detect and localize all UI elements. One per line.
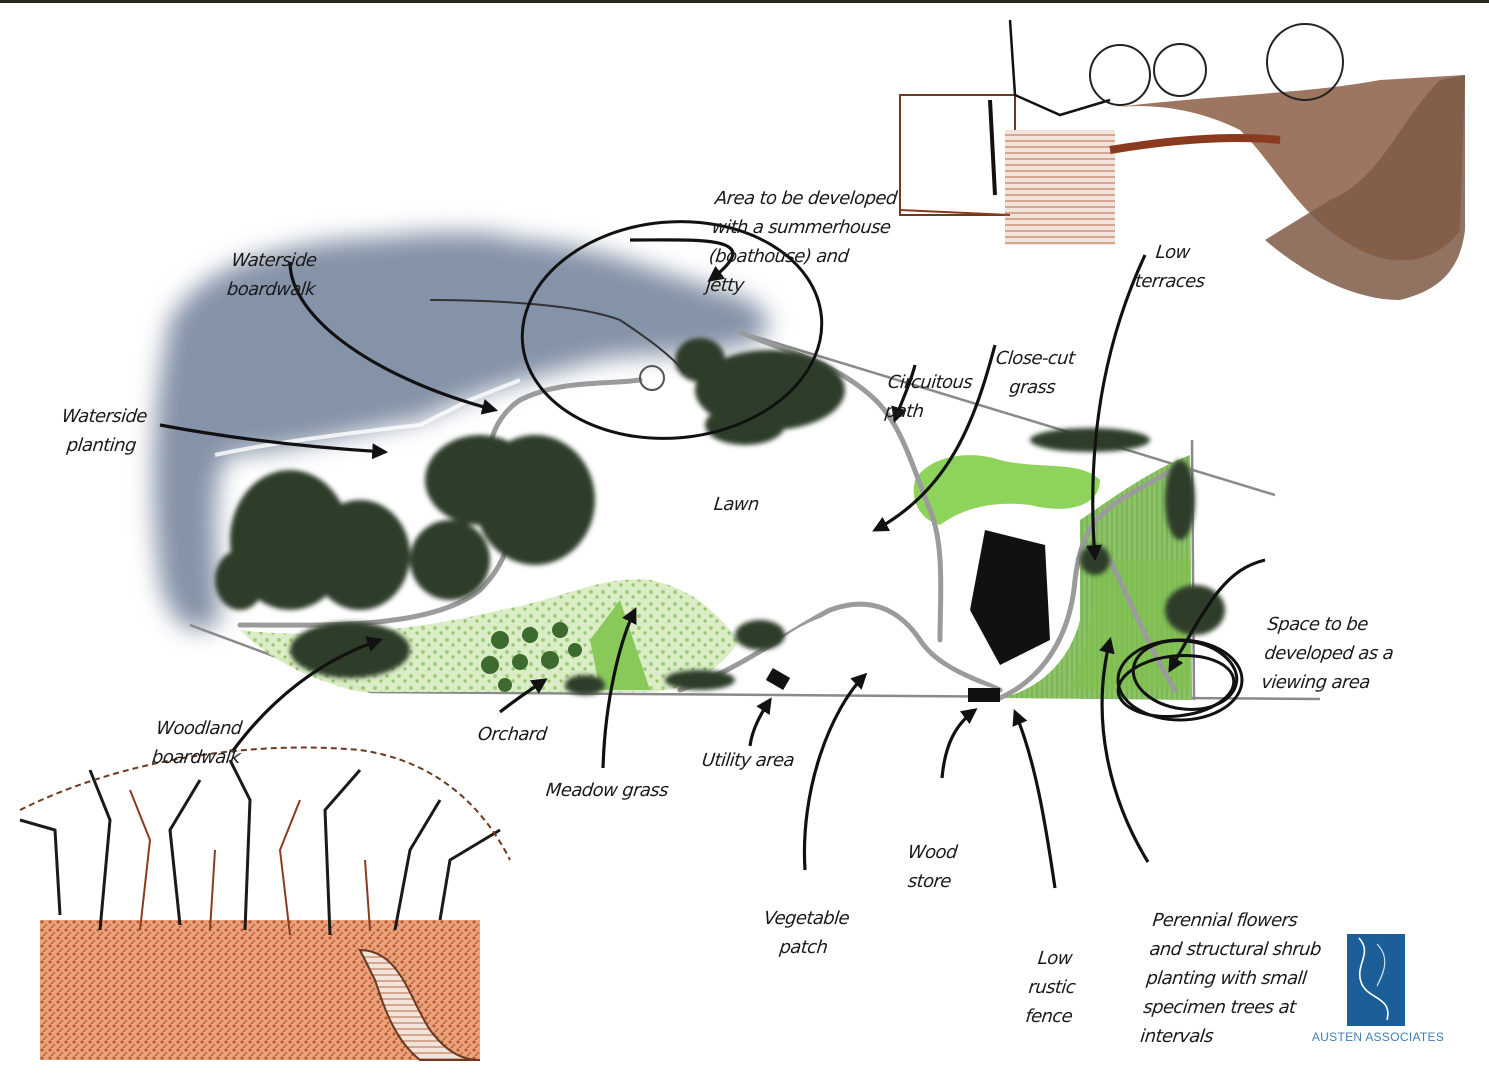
label-lawn: Lawn <box>712 490 760 519</box>
austen-associates-logo: AUSTEN ASSOCIATES <box>1298 934 1458 1054</box>
logo-mark <box>1347 934 1405 1026</box>
label-orchard: Orchard <box>476 720 548 749</box>
logo-swirl-icon <box>1347 934 1405 1026</box>
house <box>970 530 1050 665</box>
boathouse-trees <box>675 338 845 445</box>
woodland-sketch <box>20 748 510 1061</box>
label-meadow-grass: Meadow grass <box>544 776 669 805</box>
logo-text: AUSTEN ASSOCIATES <box>1298 1030 1458 1044</box>
close-cut-grass-area <box>914 455 1100 525</box>
utility-shed <box>766 668 790 690</box>
summerhouse-marker <box>640 366 664 390</box>
label-utility-area: Utility area <box>700 746 795 775</box>
wood-store <box>968 688 1000 702</box>
vegetable-patch-area <box>780 612 1000 692</box>
